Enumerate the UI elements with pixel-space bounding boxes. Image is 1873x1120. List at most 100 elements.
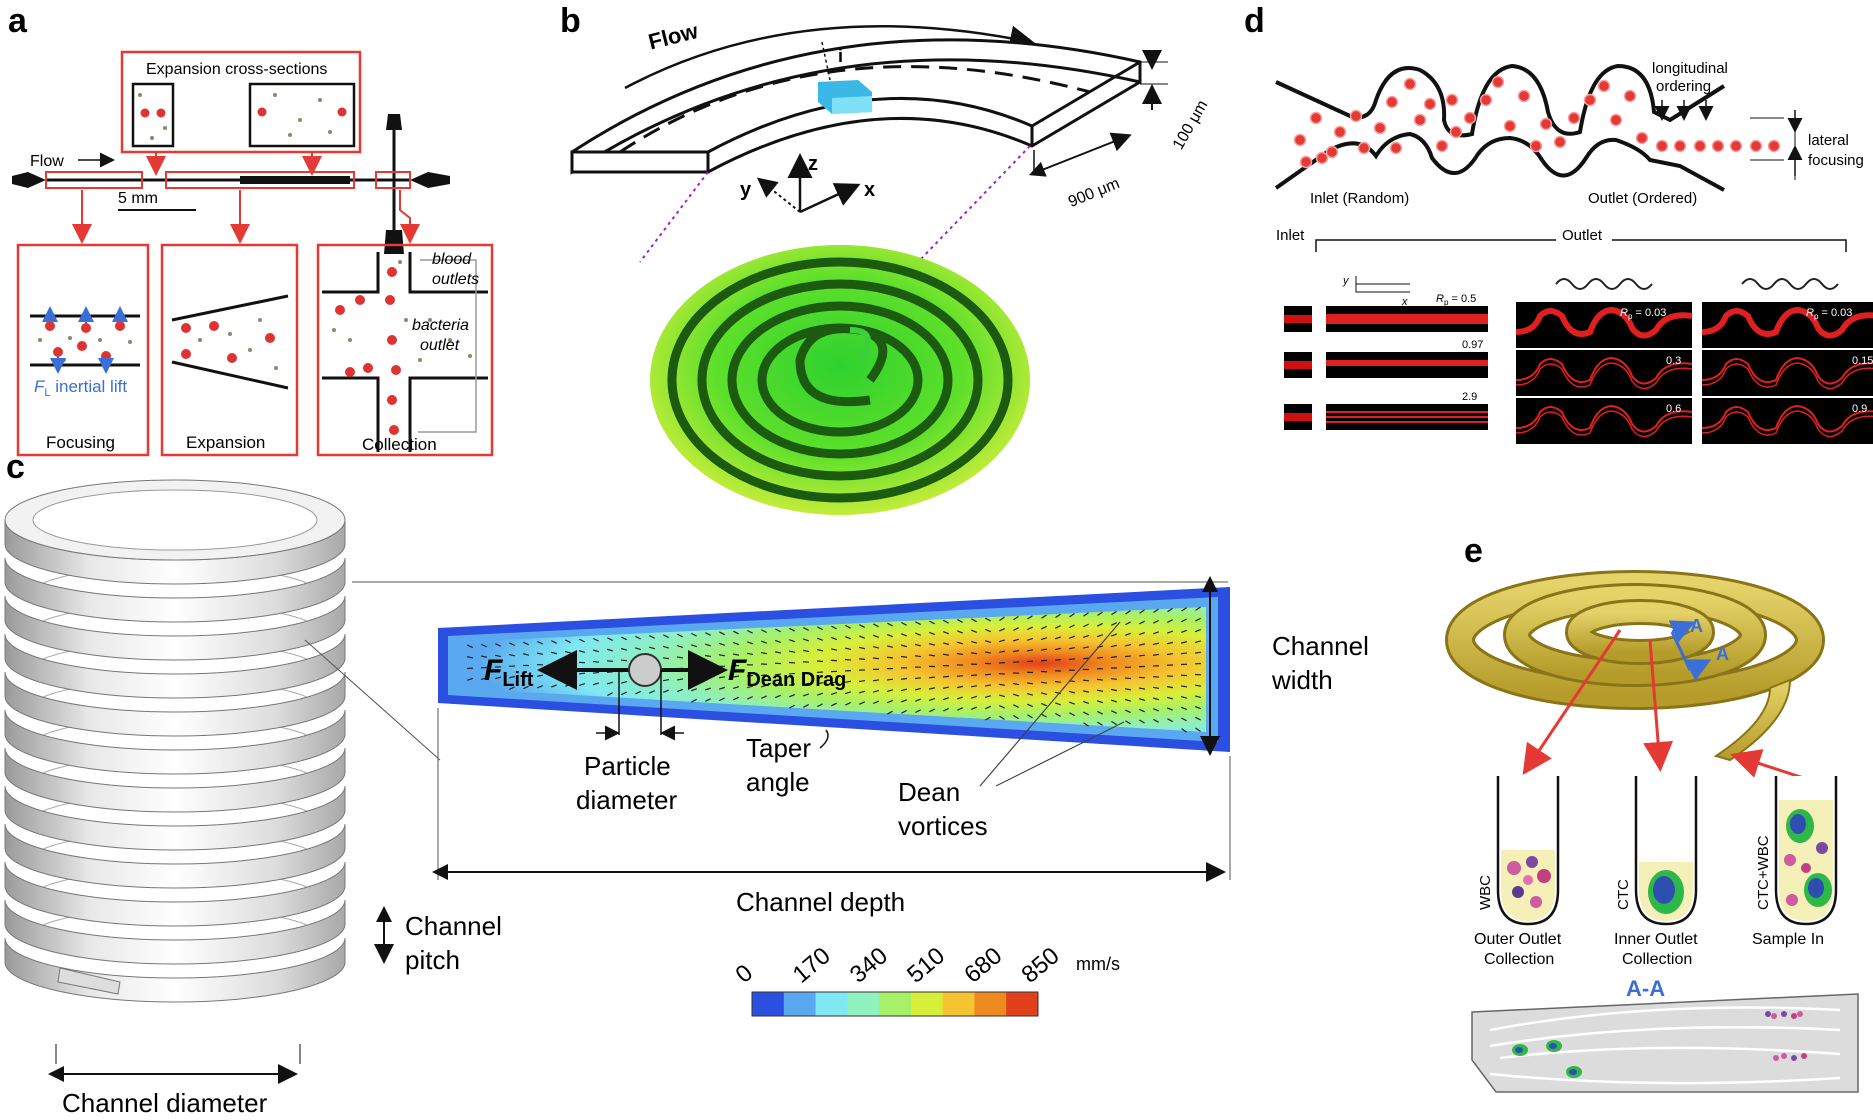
sample-in-label: Sample In — [1752, 931, 1824, 948]
flow-arrow — [624, 24, 1035, 90]
label-i: i — [838, 46, 843, 66]
colorbar-segment — [847, 992, 880, 1016]
colorbar-segment — [879, 992, 912, 1016]
serpentine-particle — [1309, 111, 1323, 125]
focusing-particles — [38, 306, 132, 374]
colorbar-unit: mm/s — [1076, 954, 1120, 974]
lateral-focusing-marker — [1750, 110, 1803, 180]
panel-d-letter: d — [1244, 2, 1265, 40]
colorbar-segment — [783, 992, 817, 1016]
focusing-box — [16, 243, 150, 457]
serpentine-particle — [1609, 113, 1623, 127]
svg-text:900 μm: 900 μm — [1066, 175, 1122, 211]
section-a-marker: A A — [1668, 616, 1729, 681]
serpentine-particle — [1423, 97, 1437, 111]
tube-ctc — [1634, 776, 1698, 926]
channel-depth-label: Channel depth — [736, 887, 905, 917]
device-channel — [12, 114, 450, 254]
channel-diameter-label: Channel diameter — [62, 1088, 268, 1118]
wave-icon — [1555, 278, 1653, 290]
spiral-disc — [650, 245, 1030, 515]
serpentine-particle — [1539, 117, 1553, 131]
colorbar-tick-label: 680 — [959, 942, 1007, 988]
svg-text:100 μm: 100 μm — [1170, 98, 1212, 153]
axes-triad: z x y — [740, 153, 875, 214]
serpentine-particle — [1567, 111, 1581, 125]
serpentine-particle — [1711, 139, 1725, 153]
colorbar-segment — [815, 992, 848, 1016]
rp-label: 0.3 — [1666, 355, 1681, 367]
colorbar-tick-label: 340 — [845, 942, 893, 988]
inlet-label: Inlet — [1276, 227, 1305, 244]
serpentine-particle — [1403, 77, 1417, 91]
flow-label-a: Flow — [30, 153, 64, 170]
colorbar-segment — [752, 992, 785, 1016]
serpentine-particle — [1293, 133, 1307, 147]
f-lift-label: FLift — [484, 654, 534, 691]
wave-icon — [1741, 278, 1839, 290]
serpentine-image — [1516, 398, 1692, 444]
serpentine-particle — [1583, 93, 1597, 107]
serpentine-particle — [1413, 113, 1427, 127]
ctc-label: CTC — [1615, 879, 1632, 910]
serpentine-particle — [1673, 139, 1687, 153]
ctc-wbc-label: CTC+WBC — [1755, 835, 1772, 910]
serpentine-particle — [1315, 151, 1329, 165]
serpentine-particle — [1767, 139, 1781, 153]
serpentine-particle — [1597, 79, 1611, 93]
panel-a: a Expansion cross-sections Flow 5 mm — [8, 2, 494, 457]
serpentine-particle — [1357, 141, 1371, 155]
tube-wbc — [1496, 776, 1560, 926]
serpentine-particle — [1463, 111, 1477, 125]
rp-label: 0.6 — [1666, 403, 1681, 415]
panel-e: e A A WBC — [1445, 532, 1859, 1093]
svg-text:x: x — [1401, 296, 1408, 308]
serpentine-particle — [1449, 125, 1463, 139]
outlet-label: Outlet — [1562, 227, 1603, 244]
expansion-zoom-box — [165, 171, 355, 189]
curved-channel — [570, 38, 1142, 175]
serpentine-image — [1702, 398, 1873, 444]
serpentine-particle — [1635, 131, 1649, 145]
expansion-particles — [181, 318, 278, 370]
rp-label: 0.9 — [1852, 403, 1867, 415]
serpentine-particle — [1373, 121, 1387, 135]
outlet-ordered-label: Outlet (Ordered) — [1588, 190, 1697, 207]
section-aa-view — [1471, 993, 1859, 1093]
dimension-900: 900 μm — [1028, 132, 1132, 211]
serpentine-particle — [1529, 139, 1543, 153]
colorbar-tick-label: 510 — [902, 942, 950, 988]
serpentine-channel — [1274, 63, 1726, 192]
fluorescence-images: Rp = 0.50.972.9Rp = 0.030.30.6Rp = 0.030… — [1284, 278, 1873, 444]
cross-section-particles — [138, 93, 347, 140]
svg-text:A: A — [1690, 616, 1703, 636]
axis-inset: y x — [1342, 275, 1410, 308]
rp-label: 0.15 — [1852, 355, 1873, 367]
colorbar-tick-label: 850 — [1017, 942, 1065, 988]
force-arrows — [537, 650, 728, 741]
f-dean-label: FDean Drag — [728, 654, 846, 691]
collection-box — [316, 243, 494, 457]
serpentine-particle — [1349, 109, 1363, 123]
colorbar-segment — [1006, 992, 1039, 1016]
channel-cross-section — [438, 587, 1230, 752]
svg-text:x: x — [864, 179, 875, 201]
serpentine-particle — [1553, 135, 1567, 149]
serpentine-image — [1702, 350, 1873, 396]
svg-text:z: z — [808, 153, 818, 175]
serpentine-particle — [1445, 93, 1459, 107]
serpentine-particle — [1623, 89, 1637, 103]
collection-zoom-box — [375, 171, 411, 189]
svg-text:y: y — [740, 179, 752, 201]
narrow-cross-section — [131, 82, 175, 148]
panel-c-letter: c — [6, 448, 25, 486]
colorbar-segment — [910, 992, 944, 1016]
